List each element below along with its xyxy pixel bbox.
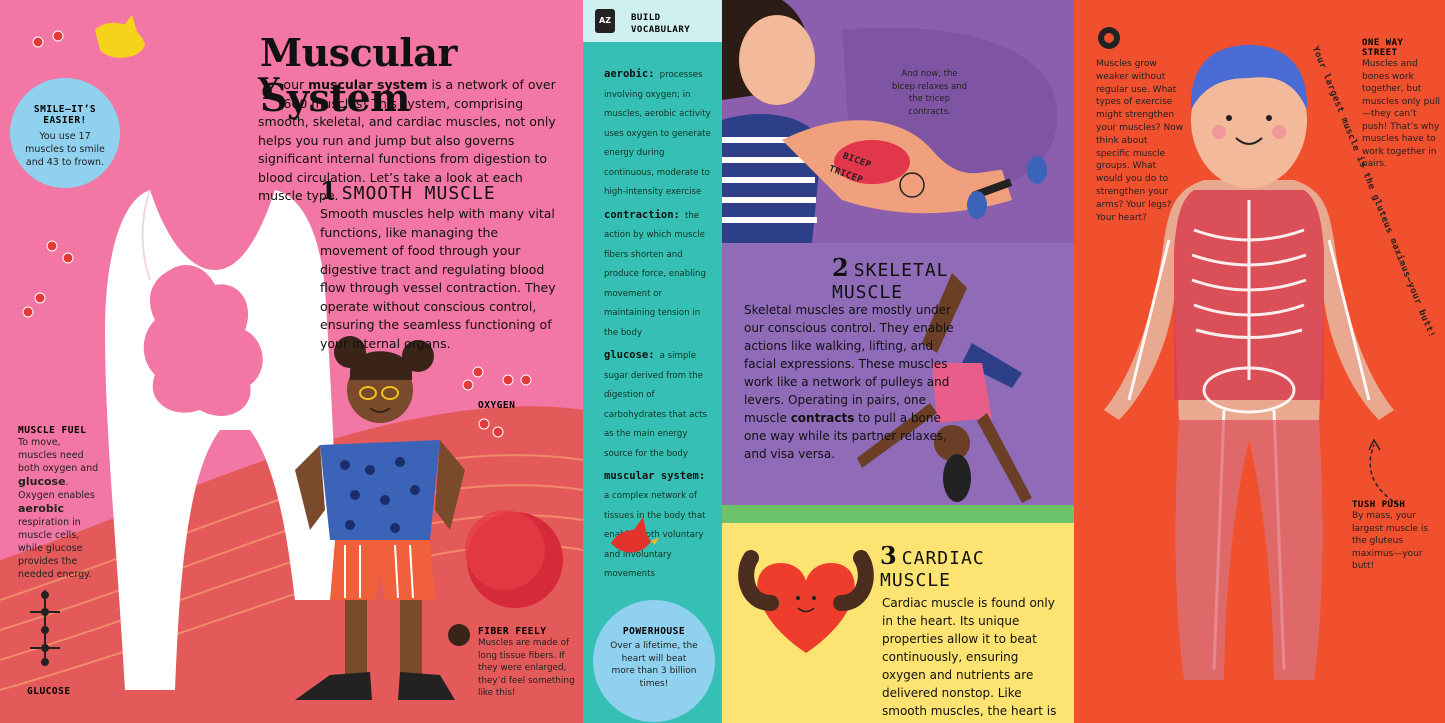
cardiac-heading-1: CARDIAC	[901, 548, 985, 569]
smooth-muscle-text: Smooth muscles help with many vital func…	[320, 206, 556, 351]
skeletal-heading-1: SKELETAL	[853, 260, 949, 281]
cardiac-number: 3	[880, 541, 897, 570]
tush-text: By mass, your largest muscle is the glut…	[1352, 511, 1429, 571]
smile-heading: SMILE—IT’S EASIER!	[33, 104, 97, 126]
skeletal-heading: 2 SKELETAL MUSCLE	[832, 253, 949, 303]
heart-illustration	[738, 550, 874, 653]
smile-text: You use 17 muscles to smile and 43 to fr…	[25, 131, 105, 168]
question-text: Muscles grow weaker without regular use.…	[1096, 59, 1184, 223]
oneway-heading: ONE WAY STREET	[1362, 38, 1404, 58]
vocab-title: BUILD VOCABULARY	[631, 13, 691, 35]
skeletal-section: 2 SKELETAL MUSCLE Skeletal muscles are m…	[722, 243, 1074, 523]
vocab-header: AZ BUILD VOCABULARY	[583, 0, 722, 42]
vocab-item: glucose: a simple sugar derived from the…	[604, 349, 707, 459]
skeleton-illustration	[1098, 27, 1400, 680]
vocabulary-panel: AZ BUILD VOCABULARY aerobic: processes i…	[583, 0, 722, 723]
smile-callout: SMILE—IT’S EASIER! You use 17 muscles to…	[10, 78, 120, 188]
smooth-heading: SMOOTH MUSCLE	[341, 183, 496, 204]
tush-push-callout: TUSH PUSH By mass, your largest muscle i…	[1352, 500, 1432, 573]
body-panel: Muscles grow weaker without regular use.…	[1074, 0, 1445, 723]
muscle-fuel-callout: MUSCLE FUEL To move, muscles need both o…	[18, 425, 100, 581]
fiber-text: Muscles are made of long tissue fibers. …	[478, 638, 575, 698]
intro-dropcap: Y	[258, 72, 280, 107]
arm-section: And now, the bicep relaxes and the trice…	[722, 0, 1074, 243]
vocab-item: contraction: the action by which muscle …	[604, 208, 706, 338]
glucose-label: GLUCOSE	[27, 686, 71, 697]
arm-illustration	[722, 0, 1058, 243]
vocab-list: aerobic: processes involving oxygen; in …	[604, 62, 712, 581]
skeletal-number: 2	[832, 253, 849, 282]
cardiac-heading-2: MUSCLE	[880, 570, 952, 591]
fiber-feely-callout: FIBER FEELY Muscles are made of long tis…	[478, 626, 578, 700]
cardiac-heading: 3 CARDIAC MUSCLE	[880, 541, 985, 591]
red-bird-icon	[611, 517, 659, 553]
oxygen-label: OXYGEN	[478, 400, 516, 411]
fuel-text: To move, muscles need both oxygen and gl…	[18, 437, 99, 580]
skeletal-heading-2: MUSCLE	[832, 282, 904, 303]
powerhouse-heading: POWERHOUSE	[622, 626, 686, 637]
vocab-item: muscular system: a complex network of ti…	[604, 470, 706, 579]
tush-heading: TUSH PUSH	[1352, 500, 1406, 510]
cartwheel-illustration	[722, 273, 1074, 523]
cardiac-text: Cardiac muscle is found only in the hear…	[882, 596, 1057, 723]
skeletal-text: Skeletal muscles are mostly under our co…	[744, 303, 954, 461]
fiber-heading: FIBER FEELY	[478, 626, 547, 637]
powerhouse-text: Over a lifetime, the heart will beat mor…	[610, 641, 698, 689]
oneway-text: Muscles and bones work together, but mus…	[1362, 59, 1441, 169]
intro-bold-term: muscular system	[308, 77, 428, 92]
smooth-number: 1	[320, 176, 337, 205]
smooth-muscle-heading: 1 SMOOTH MUSCLE	[320, 176, 496, 205]
page-title: Muscular System	[260, 30, 457, 120]
powerhouse-callout: POWERHOUSE Over a lifetime, the heart wi…	[593, 600, 715, 722]
fiber-icon	[448, 624, 470, 646]
wave-background	[0, 15, 583, 723]
cardiac-section: 3 CARDIAC MUSCLE Cardiac muscle is found…	[722, 523, 1074, 723]
skeletal-cardiac-panel: And now, the bicep relaxes and the trice…	[722, 0, 1074, 723]
vocab-item: aerobic: processes involving oxygen; in …	[604, 68, 711, 197]
one-way-street-callout: ONE WAY STREET Muscles and bones work to…	[1362, 38, 1440, 171]
arm-caption: And now, the bicep relaxes and the trice…	[892, 69, 967, 117]
az-icon: AZ	[595, 9, 615, 33]
fuel-heading: MUSCLE FUEL	[18, 425, 87, 436]
